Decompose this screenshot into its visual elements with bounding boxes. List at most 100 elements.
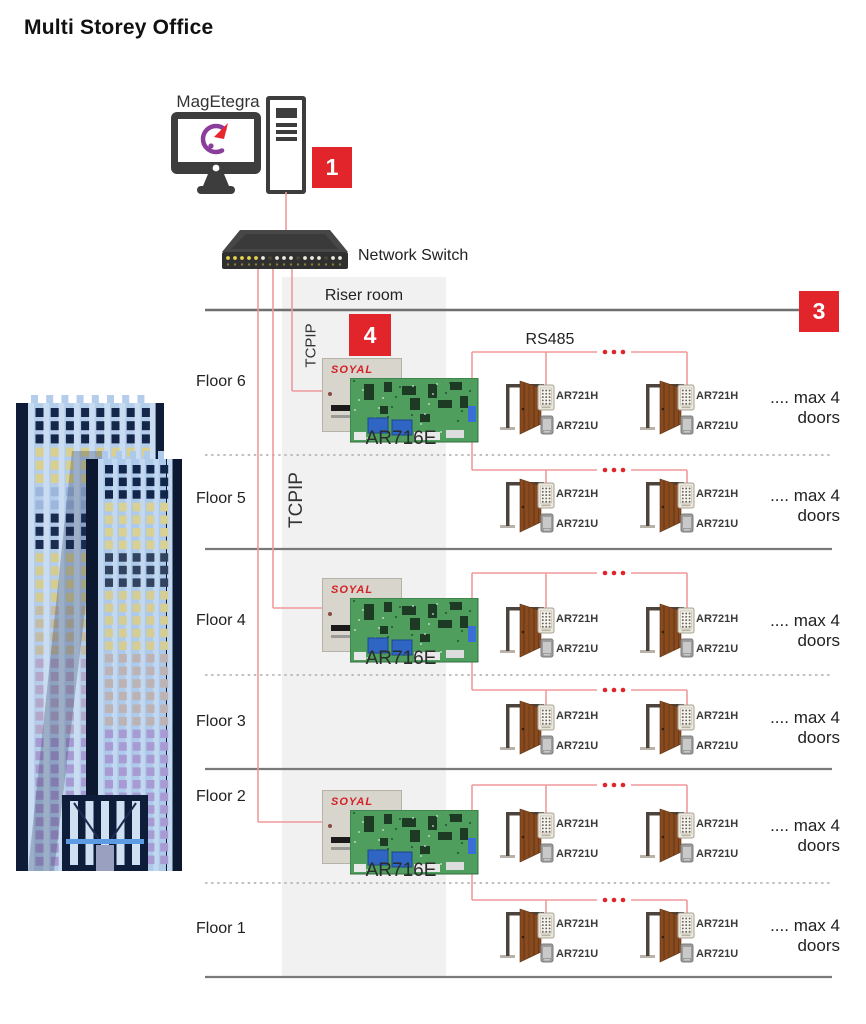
max-doors-line1: .... max 4 [770,816,840,835]
max-doors-line1: .... max 4 [770,611,840,630]
page-title: Multi Storey Office [24,16,214,39]
reader-ar721h-label: AR721H [556,918,599,930]
keypad-dots [541,709,551,725]
door-icon [500,700,555,755]
controller-pcb-icon [350,378,479,443]
reader-ar721u-label: AR721U [556,420,599,432]
max-doors-line1: .... max 4 [770,916,840,935]
keypad-dots [681,709,691,725]
door-icon [640,380,695,435]
management-pc-monitor-icon [171,112,261,194]
reader-ar721u-label: AR721U [556,518,599,530]
network-switch-icon [222,230,348,269]
reader-ar721u-label: AR721U [556,848,599,860]
rs485-continuation-dot [611,782,617,788]
reader-ar721h-label: AR721H [556,390,599,402]
enclosure-led [328,392,332,396]
door-access-unit: AR721H AR721U [640,603,740,661]
reader-ar721h-label: AR721H [556,710,599,722]
max-doors-note: .... max 4 doors [746,708,840,748]
door-icon [500,603,555,658]
reader-ar721h-label: AR721H [696,390,739,402]
door-icon [500,808,555,863]
max-doors-note: .... max 4 doors [746,486,840,526]
door-access-unit: AR721H AR721U [500,380,600,438]
reader-ar721u-label: AR721U [696,643,739,655]
reader-ar721h-label: AR721H [696,613,739,625]
door-access-unit: AR721H AR721U [500,908,600,966]
server-tower-icon [266,96,306,194]
tower-vent [276,137,297,141]
controller-model-label: AR716E [365,428,437,449]
reader-ar721h-label: AR721H [696,710,739,722]
door-access-unit: AR721H AR721U [640,478,740,536]
keypad-dots [541,389,551,405]
keypad-dots [541,487,551,503]
software-label: MagEtegra [176,92,260,111]
enclosure-text-line [331,415,361,418]
soyal-brand-label: SOYAL [331,584,374,596]
tower-vent [276,123,297,127]
ar716e-controller: SOYAL AR716E [320,576,482,672]
floor-label-6: Floor 6 [196,373,246,390]
rs485-continuation-dot [620,782,626,788]
controller-pcb-icon [350,598,479,663]
door-icon [640,603,695,658]
ar716e-controller: SOYAL AR716E [320,788,482,884]
door-access-unit: AR721H AR721U [500,478,600,536]
door-icon [640,478,695,533]
soyal-brand-label: SOYAL [331,364,374,376]
step-badge-4: 4 [349,314,391,356]
door-icon [640,700,695,755]
reader-ar721u-label: AR721U [696,740,739,752]
rs485-bus-label: RS485 [525,331,575,348]
rs485-continuation-dot [602,570,608,576]
door-icon [640,808,695,863]
tower-vent [276,108,297,118]
rs485-continuation-dot [620,897,626,903]
rs485-continuation-dot [602,782,608,788]
max-doors-note: .... max 4 doors [746,916,840,956]
network-switch-label: Network Switch [358,247,469,264]
reader-ar721h-label: AR721H [556,613,599,625]
keypad-dots [541,817,551,833]
door-icon [640,908,695,963]
rs485-continuation-dot [620,467,626,473]
rs485-continuation-dot [611,467,617,473]
door-access-unit: AR721H AR721U [640,700,740,758]
max-doors-line2: doors [797,408,840,427]
floor-label-4: Floor 4 [196,612,246,629]
keypad-dots [681,612,691,628]
door-access-unit: AR721H AR721U [640,380,740,438]
rs485-continuation-dot [602,467,608,473]
max-doors-line2: doors [797,506,840,525]
enclosure-led [328,612,332,616]
rs485-continuation-dot [602,687,608,693]
door-icon [500,908,555,963]
keypad-dots [541,612,551,628]
rs485-continuation-dot [602,349,608,355]
max-doors-line2: doors [797,836,840,855]
rs485-continuation-dot [602,897,608,903]
riser-room-label: Riser room [324,287,404,304]
door-access-unit: AR721H AR721U [500,808,600,866]
rs485-continuation-dot [611,897,617,903]
reader-ar721u-label: AR721U [556,740,599,752]
rs485-continuation-dot [611,570,617,576]
reader-ar721u-label: AR721U [556,948,599,960]
rs485-continuation-dot [620,349,626,355]
floor-label-2: Floor 2 [196,788,246,805]
keypad-dots [541,917,551,933]
step-badge-1: 1 [312,147,352,188]
floor-label-3: Floor 3 [196,713,246,730]
soyal-brand-label: SOYAL [331,796,374,808]
reader-ar721u-label: AR721U [696,848,739,860]
door-access-unit: AR721H AR721U [640,808,740,866]
rs485-continuation-dot [611,687,617,693]
max-doors-line1: .... max 4 [770,486,840,505]
step-badge-3: 3 [799,291,839,332]
reader-ar721h-label: AR721H [556,488,599,500]
max-doors-line1: .... max 4 [770,388,840,407]
